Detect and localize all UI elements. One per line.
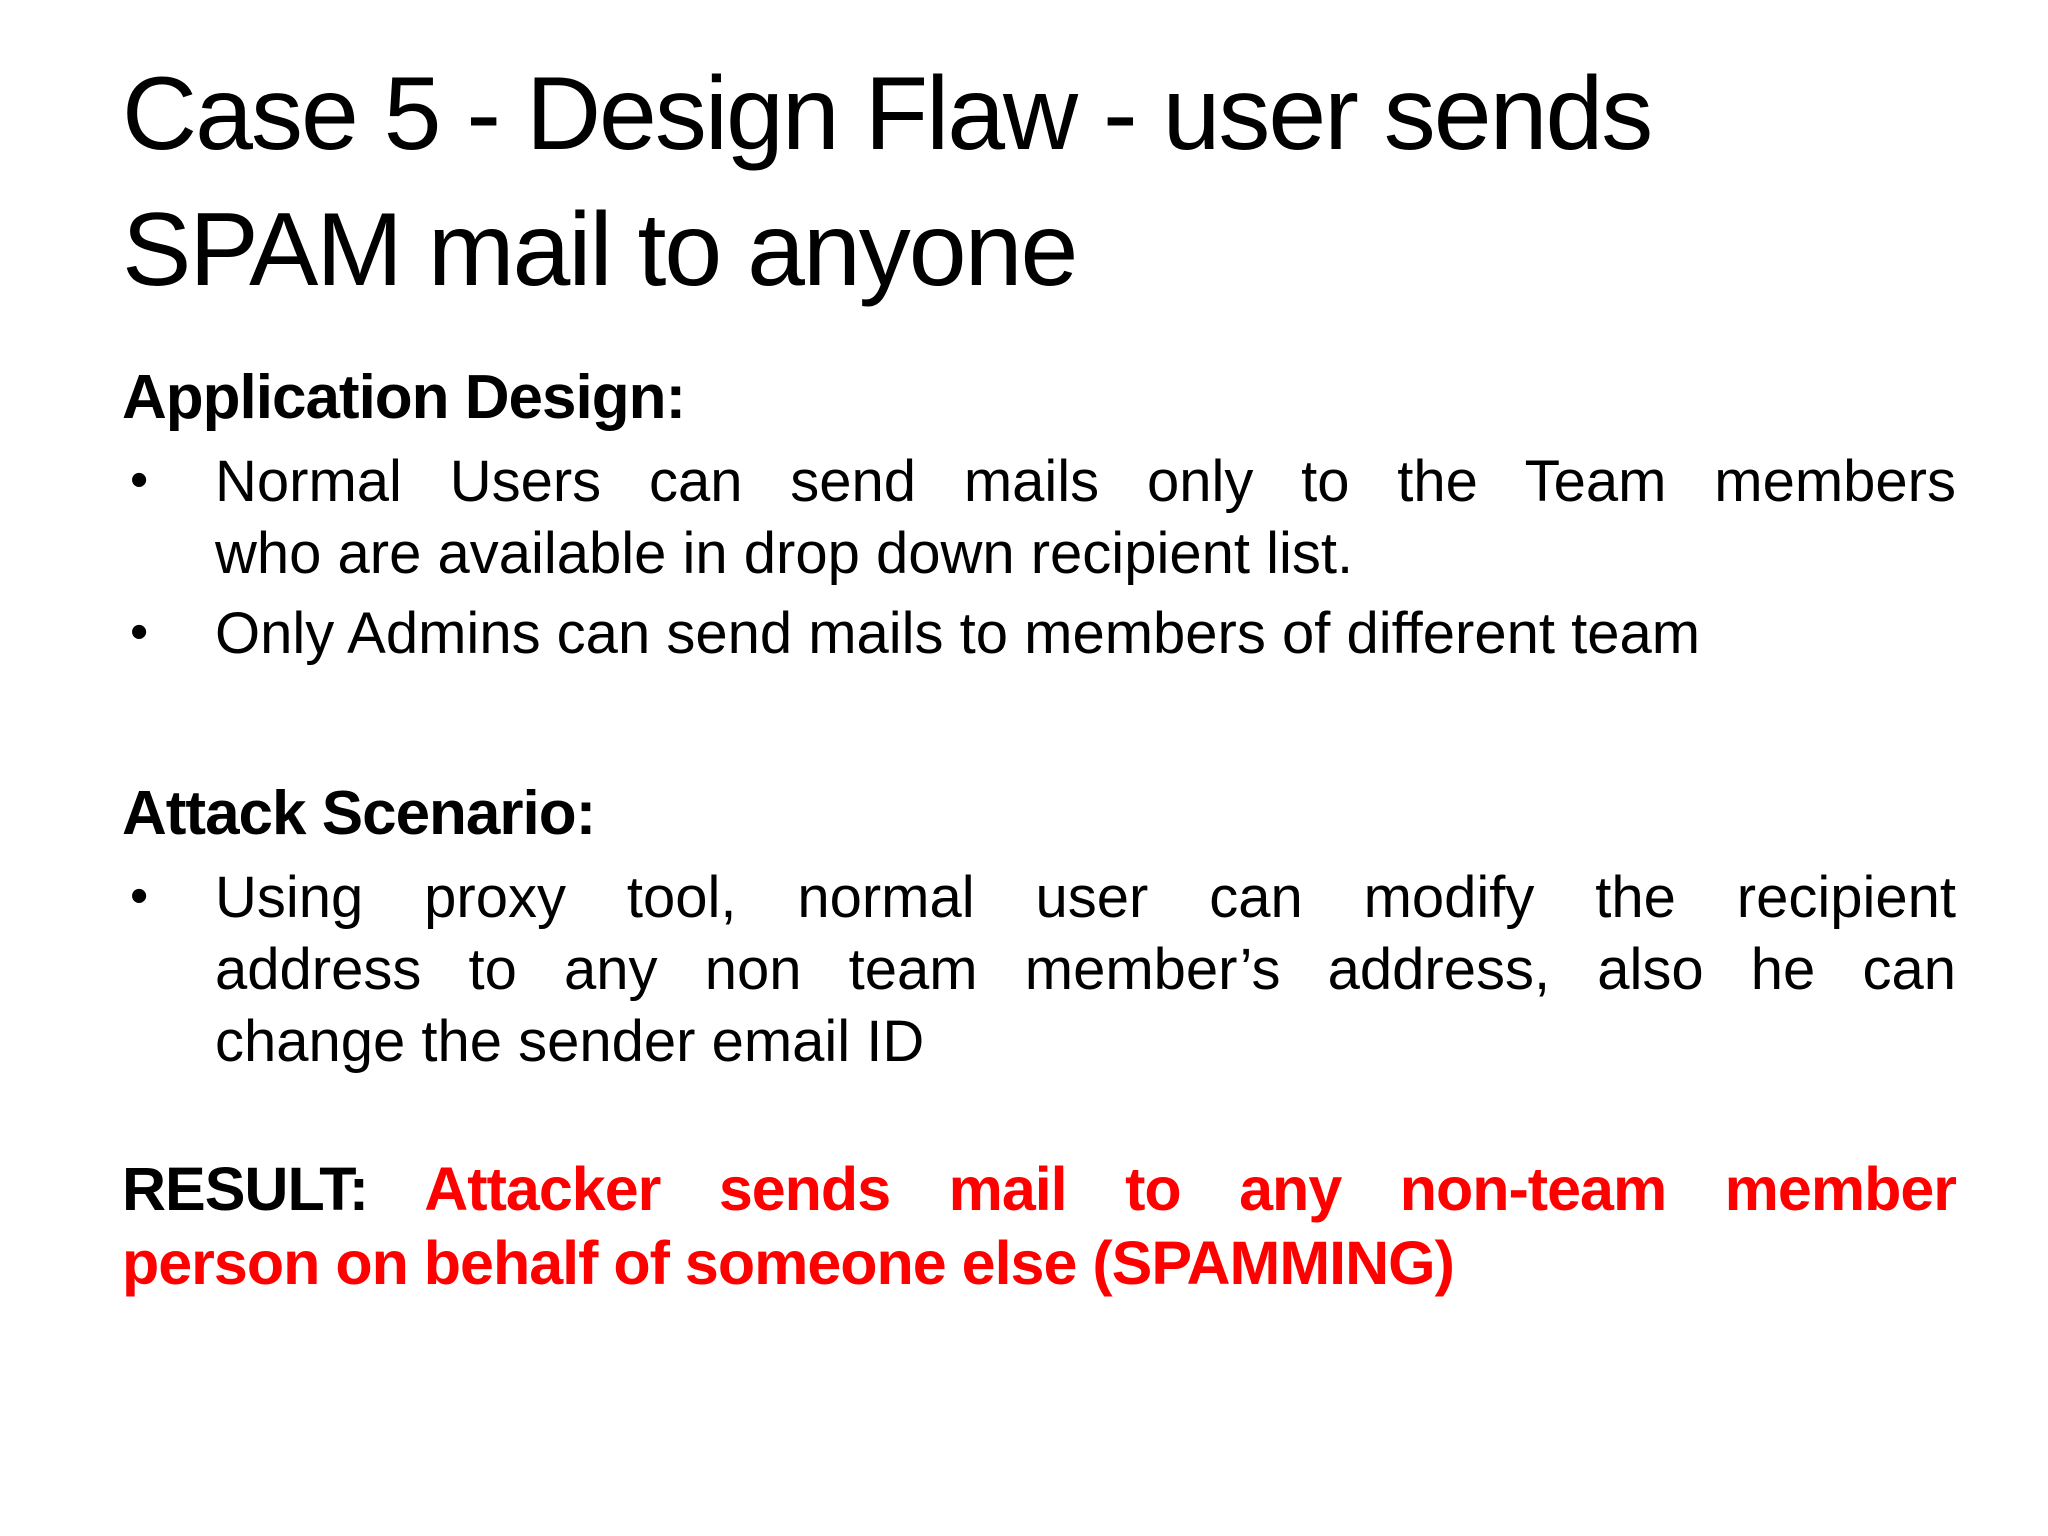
slide-title-line-2: SPAM mail to anyone <box>122 192 1078 308</box>
bullet-icon: • <box>130 451 149 509</box>
section-attack-scenario: Attack Scenario: • Using proxy tool, nor… <box>122 774 1956 1078</box>
bullet-item: • Only Admins can send mails to members … <box>122 598 1956 670</box>
section-application-design: Application Design: • Normal Users can s… <box>122 358 1956 670</box>
result-line-1: RESULT: Attacker sends mail to any non-t… <box>122 1152 1957 1226</box>
bullet-text-line: address to any non team member’s address… <box>215 937 1956 1002</box>
result-text-line-1: Attacker sends mail to any non-team memb… <box>424 1155 1957 1223</box>
bullet-icon: • <box>130 603 149 661</box>
application-design-bullet-list: • Normal Users can send mails only to th… <box>122 446 1956 670</box>
attack-scenario-bullet-list: • Using proxy tool, normal user can modi… <box>122 862 1956 1078</box>
result-text-line-2: person on behalf of someone else (SPAMMI… <box>122 1229 1455 1297</box>
bullet-item: • Normal Users can send mails only to th… <box>122 446 1956 590</box>
bullet-text-line: Normal Users can send mails only to the … <box>215 449 1956 514</box>
bullet-icon: • <box>130 867 149 925</box>
bullet-text-line: who are available in drop down recipient… <box>215 521 1354 586</box>
application-design-heading: Application Design: <box>122 363 686 432</box>
bullet-item: • Using proxy tool, normal user can modi… <box>122 862 1956 1078</box>
slide-title: Case 5 - Design Flaw - user sends SPAM m… <box>122 46 1956 318</box>
bullet-text-line: Using proxy tool, normal user can modify… <box>215 865 1956 930</box>
slide-title-line-1: Case 5 - Design Flaw - user sends <box>122 56 1653 172</box>
result-label: RESULT: <box>122 1155 369 1223</box>
bullet-text-line: Only Admins can send mails to members of… <box>215 601 1701 666</box>
bullet-text-line: change the sender email ID <box>215 1009 925 1074</box>
attack-scenario-heading: Attack Scenario: <box>122 779 596 848</box>
result-paragraph: RESULT: Attacker sends mail to any non-t… <box>122 1152 1957 1300</box>
